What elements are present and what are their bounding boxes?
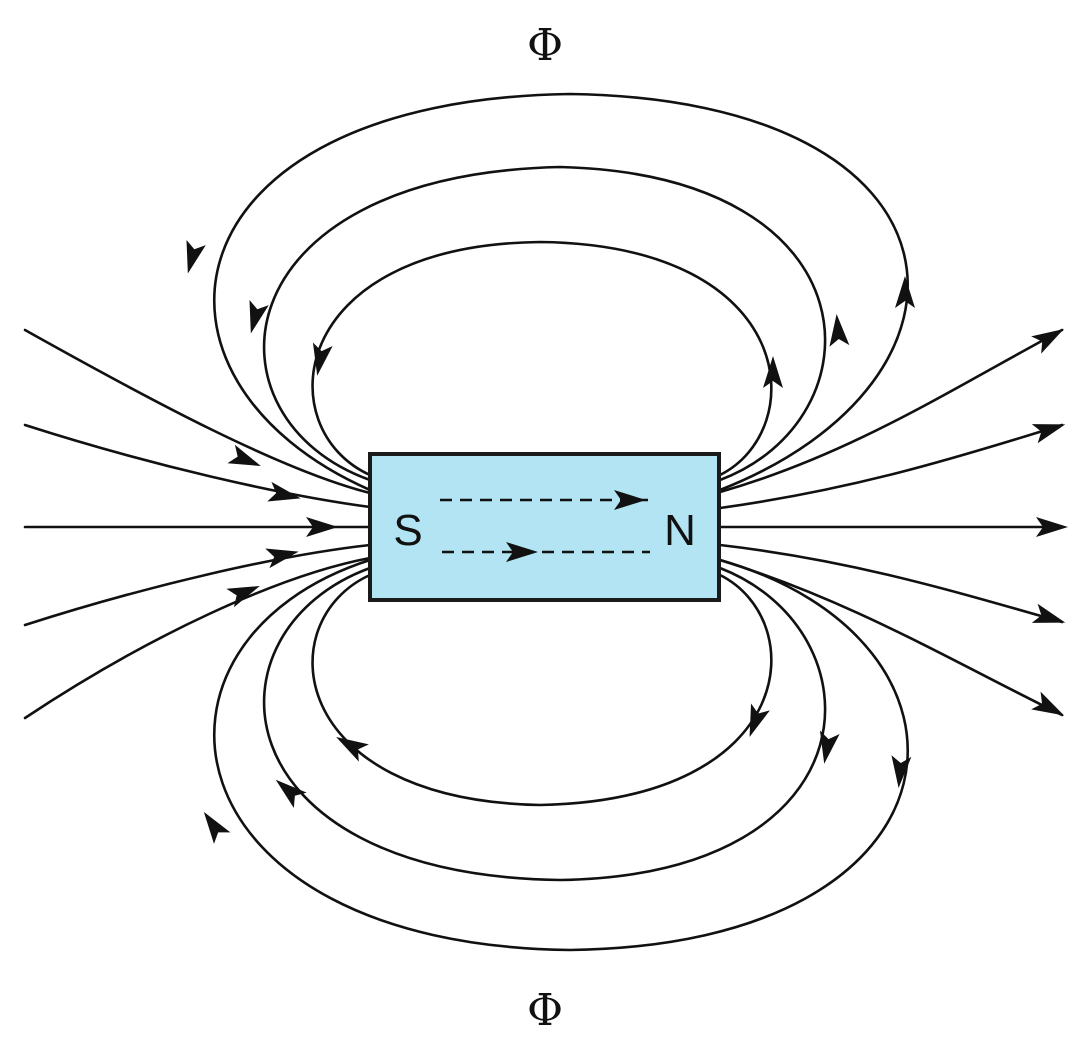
arrow-right-1 [1031,329,1064,354]
left-line-4 [23,543,372,627]
arrow-top-inner-left [312,342,333,376]
arrow-top-outer-right [895,276,915,308]
bottom-field-loops [212,558,909,952]
arrow-right-4 [1031,603,1066,623]
arrow-right-2 [1031,424,1066,444]
arrow-bottom-inner-left [336,737,369,762]
arrow-left-3 [306,517,338,537]
arrow-internal-top [614,490,646,510]
top-loop-outer [212,92,909,492]
right-line-5 [718,558,1064,717]
right-line-2 [718,423,1064,510]
arrow-right-3 [1036,517,1068,537]
left-line-1 [23,328,372,495]
right-field-lines [718,328,1064,717]
arrow-top-middle-left [249,299,269,334]
arrow-left-2 [267,481,301,502]
arrow-left-1 [227,444,261,466]
left-line-5 [23,556,372,720]
south-pole-label: S [393,506,422,555]
field-arrows [186,239,1068,844]
arrow-bottom-outer-left [203,811,231,844]
bottom-loop-outer [212,558,909,952]
arrow-left-5 [226,586,260,608]
flux-label-top: Φ [527,20,563,71]
top-loop-inner [311,240,773,477]
arrow-left-4 [265,548,299,569]
arrow-internal-bottom [506,542,538,562]
top-field-loops [212,92,909,492]
arrow-top-outer-left [186,239,206,274]
bottom-loop-middle [262,566,827,882]
bottom-loop-inner [311,573,773,807]
flux-label-bottom: Φ [527,985,563,1036]
arrow-bottom-outer-right [891,755,912,788]
north-pole-label: N [664,506,696,555]
left-field-lines [23,328,372,720]
top-loop-middle [262,165,827,482]
arrow-right-5 [1031,691,1065,716]
arrow-bottom-inner-right [749,703,770,738]
right-line-4 [718,543,1064,624]
arrow-top-middle-right [829,314,850,347]
right-line-1 [718,328,1064,494]
arrow-bottom-middle-right [819,730,840,764]
arrow-top-inner-right [763,356,783,388]
bar-magnet [368,452,721,602]
arrow-bottom-middle-left [275,779,307,808]
left-line-2 [23,423,372,509]
